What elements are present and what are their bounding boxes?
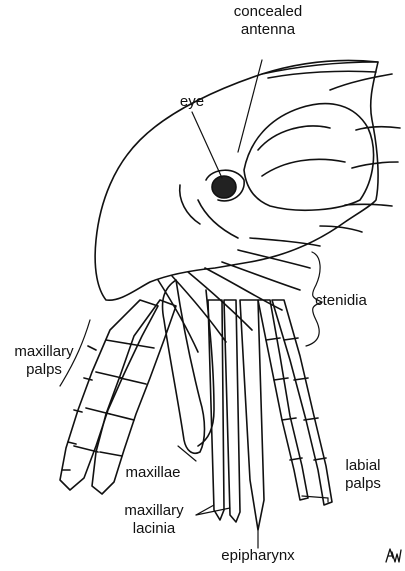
facial-ridge xyxy=(180,185,200,224)
labial-palps xyxy=(258,300,332,505)
thorax-segment xyxy=(262,62,378,78)
bristle xyxy=(330,74,392,90)
leader-labial-1 xyxy=(302,496,328,498)
label-maxillary-lacinia-1: maxillary xyxy=(112,503,196,519)
label-labial-palps-2: palps xyxy=(330,476,396,492)
facial-ridge xyxy=(198,200,238,238)
epipharynx-shape xyxy=(240,300,264,530)
label-eye: eye xyxy=(162,94,222,110)
leader-eye xyxy=(192,112,222,178)
bristle xyxy=(356,127,400,130)
label-maxillary-lacinia-2: lacinia xyxy=(112,521,196,537)
maxillary-lacinia xyxy=(208,300,240,522)
label-maxillary-palps-1: maxillary xyxy=(4,344,84,360)
eye-shape xyxy=(212,176,236,198)
antenna-segment xyxy=(258,126,345,176)
label-maxillary-palps-2: palps xyxy=(4,362,84,378)
label-ctenidia: ctenidia xyxy=(298,293,384,309)
head-capsule xyxy=(95,61,378,301)
bristle xyxy=(352,162,398,168)
label-maxillae: maxillae xyxy=(110,465,196,481)
label-epipharynx: epipharynx xyxy=(210,548,306,564)
label-labial-palps-1: labial xyxy=(330,458,396,474)
antennal-groove xyxy=(244,104,374,211)
ctenidia-spines xyxy=(158,238,320,352)
label-concealed: concealed xyxy=(218,4,318,20)
bristle xyxy=(320,226,362,232)
label-antenna: antenna xyxy=(218,22,318,38)
artist-signature xyxy=(384,546,402,566)
